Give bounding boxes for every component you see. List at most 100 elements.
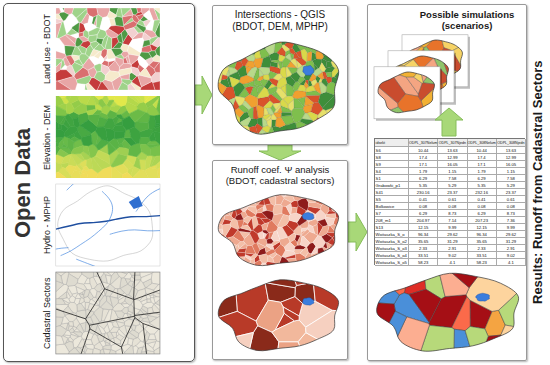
map-illustration [67,29,78,36]
map-illustration [107,11,117,18]
map-illustration [281,37,293,45]
map-illustration [102,35,109,49]
map-illustration [73,332,82,337]
map-illustration [220,49,229,56]
map-illustration [271,105,276,113]
map-illustration [224,215,233,221]
map-illustration [284,196,295,202]
map-illustration [68,326,74,331]
map-illustration [76,287,84,294]
table-cell: 1.79 [409,168,438,175]
map-illustration [291,262,304,271]
results-table: idsektODPL_307NelumODPL_307NjednODPL_308… [374,138,525,265]
table-cell: 29.62 [438,231,467,238]
map-illustration [67,184,104,190]
map-illustration [313,224,318,235]
table-cell: 5.29 [438,182,467,189]
map-illustration [335,197,341,200]
table-cell: 17.1 [409,161,438,168]
map-illustration [263,74,270,80]
map-illustration [326,123,337,131]
map-illustration [312,130,322,140]
map-illustration [61,191,113,255]
table-cell: 12.15 [409,224,438,231]
map-illustration [156,162,160,170]
map-illustration [238,248,247,253]
map-illustration [254,191,261,197]
map-illustration [266,249,275,255]
map-illustration [227,119,236,127]
map-illustration [374,269,525,357]
map-illustration [290,72,300,82]
map-illustration [283,307,299,321]
map-illustration [129,96,140,103]
map-illustration [301,49,308,62]
map-illustration [326,255,335,265]
map-illustration [281,112,291,116]
table-cell: 35.65 [409,238,438,245]
map-illustration [250,191,257,201]
map-illustration [126,56,130,64]
map-illustration [272,320,306,342]
map-illustration [302,127,313,131]
map-illustration [301,230,306,235]
map-illustration [258,191,268,198]
map-illustration [268,94,280,103]
map-illustration [72,8,87,18]
map-illustration [452,297,471,331]
map-illustration [64,8,73,14]
table-cell: 5.35 [409,182,438,189]
table-cell: 0.08 [497,203,526,210]
map-illustration [280,99,289,109]
table-cell: 2.91 [497,245,526,252]
table-cell: ODPL_308Njedn [497,139,526,147]
table-cell: ODPL_307Njedn [438,139,467,147]
node-label: Runoff coef. Ψ analysis (BDOT, cadastral… [216,164,344,187]
map-illustration [312,252,322,262]
map-illustration [282,45,290,52]
table-cell: 6.29 [468,210,497,217]
map-illustration [264,108,269,116]
map-illustration [109,25,125,34]
map-illustration [66,103,74,114]
map-illustration [216,250,229,261]
table-cell: S4 [375,168,409,175]
node-label: Hydro - MPHP [42,183,53,267]
map-illustration [377,273,519,351]
map-illustration [334,115,344,125]
table-cell: 10.44 [468,147,497,154]
map-illustration [258,199,264,205]
map-illustration [136,184,160,212]
map-illustration [237,37,247,42]
map-illustration [271,230,280,241]
table-cell: 6.29 [409,210,438,217]
map-illustration [334,258,343,266]
map-illustration [122,344,131,352]
map-illustration [238,66,248,77]
map-illustration [56,81,72,90]
node-label: Intersections - QGIS (BDOT, DEM, MPHP) [221,9,339,33]
map-illustration [328,43,338,54]
map-illustration [146,144,159,148]
map-illustration [88,28,100,36]
map-illustration [238,42,249,51]
map-illustration [56,163,62,173]
table-cell: 5.29 [497,182,526,189]
map-illustration [238,38,245,46]
map-illustration [220,239,229,252]
map-illustration [245,86,253,94]
map-illustration [103,349,110,354]
table-cell: S6 [375,147,409,154]
table-cell: 33.51 [468,252,497,259]
map-illustration [318,225,329,236]
map-illustration [226,70,229,76]
map-illustration [216,234,226,242]
map-illustration [219,44,228,50]
map-illustration [312,134,321,141]
map-illustration [305,134,312,141]
table-cell: 8.73 [497,210,526,217]
node-label: Elevation - DEM [42,95,53,179]
map-illustration [252,266,260,271]
map-illustration [105,284,115,296]
